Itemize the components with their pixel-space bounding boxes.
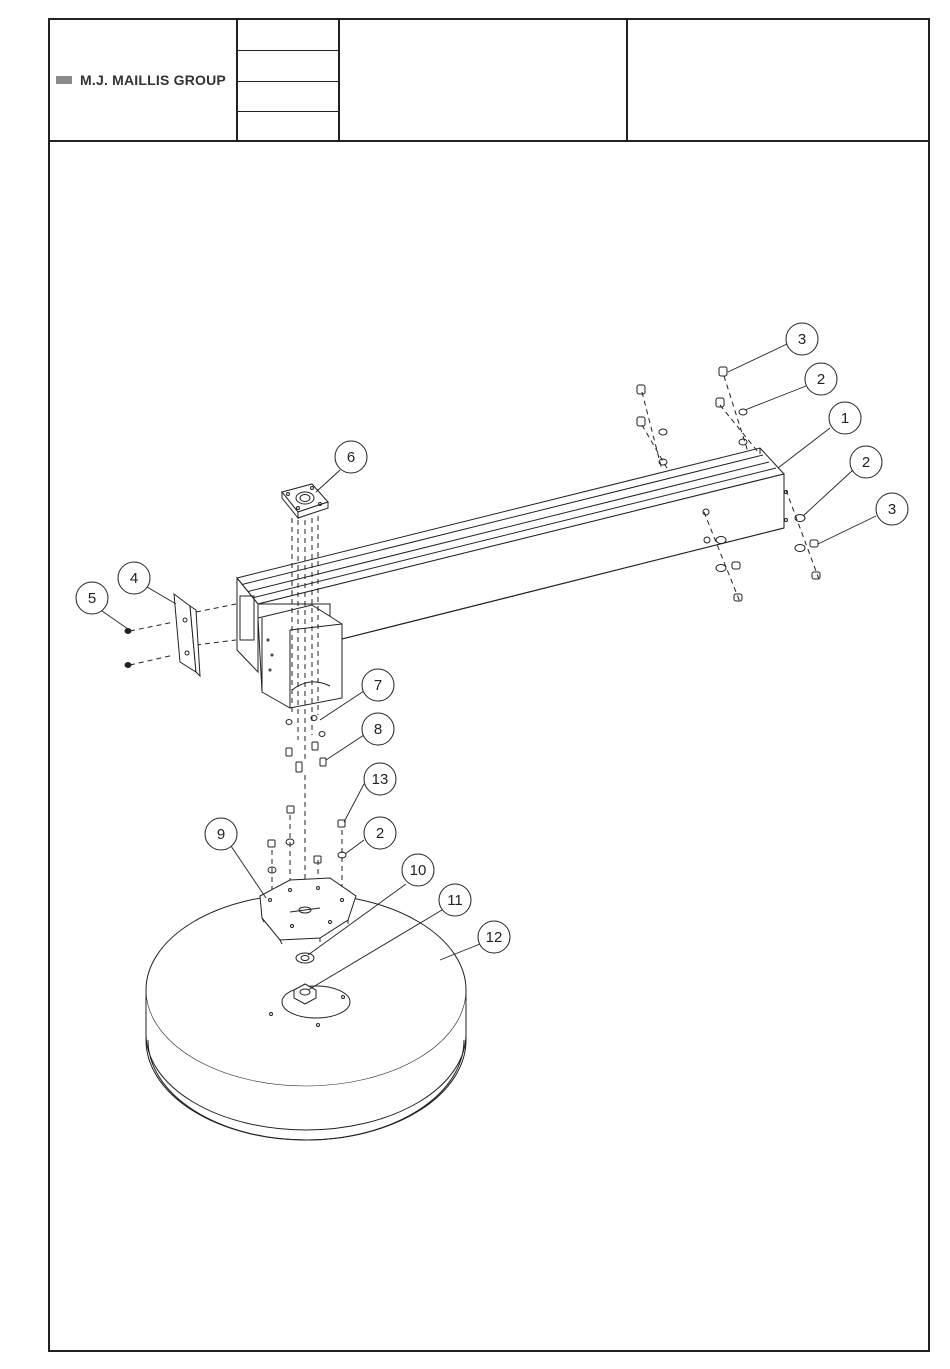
callout-label-11: 11 bbox=[447, 892, 463, 909]
callout-balloon-7: 7 bbox=[362, 669, 394, 701]
flange-bearing-part-6 bbox=[282, 484, 328, 518]
callout-balloon-2c: 2 bbox=[364, 817, 396, 849]
callout-leaders bbox=[92, 344, 876, 990]
callout-label-3b: 3 bbox=[888, 501, 896, 518]
callout-label-12: 12 bbox=[486, 929, 503, 946]
callout-balloon-13: 13 bbox=[364, 763, 396, 795]
callout-label-5: 5 bbox=[88, 590, 96, 607]
callout-balloon-4: 4 bbox=[118, 562, 150, 594]
callout-label-6: 6 bbox=[347, 449, 355, 466]
callout-label-2a: 2 bbox=[817, 371, 825, 388]
column-bracket bbox=[258, 605, 342, 708]
callout-label-4: 4 bbox=[130, 570, 138, 587]
callout-balloon-3b: 3 bbox=[876, 493, 908, 525]
beam-top-bolts bbox=[637, 367, 747, 465]
callout-label-13: 13 bbox=[372, 771, 389, 788]
callout-balloon-11: 11 bbox=[439, 884, 471, 916]
callout-label-2c: 2 bbox=[376, 825, 384, 842]
callout-balloon-12: 12 bbox=[478, 921, 510, 953]
callout-label-3a: 3 bbox=[798, 331, 806, 348]
callout-balloon-8: 8 bbox=[362, 713, 394, 745]
callout-balloon-10: 10 bbox=[402, 854, 434, 886]
callout-balloon-2b: 2 bbox=[850, 446, 882, 478]
callout-label-8: 8 bbox=[374, 721, 382, 738]
callout-label-1: 1 bbox=[841, 410, 849, 427]
callout-label-2b: 2 bbox=[862, 454, 870, 471]
callout-label-7: 7 bbox=[374, 677, 382, 694]
callout-balloon-5: 5 bbox=[76, 582, 108, 614]
callout-label-10: 10 bbox=[410, 862, 427, 879]
callout-balloon-2a: 2 bbox=[805, 363, 837, 395]
screws-part-5 bbox=[125, 629, 131, 668]
callout-label-9: 9 bbox=[217, 826, 225, 843]
callout-balloon-6: 6 bbox=[335, 441, 367, 473]
base-nuts-washers bbox=[268, 806, 346, 887]
center-washer-part-10 bbox=[296, 953, 314, 963]
bracket-fasteners bbox=[286, 716, 326, 773]
callout-balloon-9: 9 bbox=[205, 818, 237, 850]
end-plate-part-4 bbox=[174, 594, 200, 676]
callout-balloon-3a: 3 bbox=[786, 323, 818, 355]
callout-balloon-1: 1 bbox=[829, 402, 861, 434]
